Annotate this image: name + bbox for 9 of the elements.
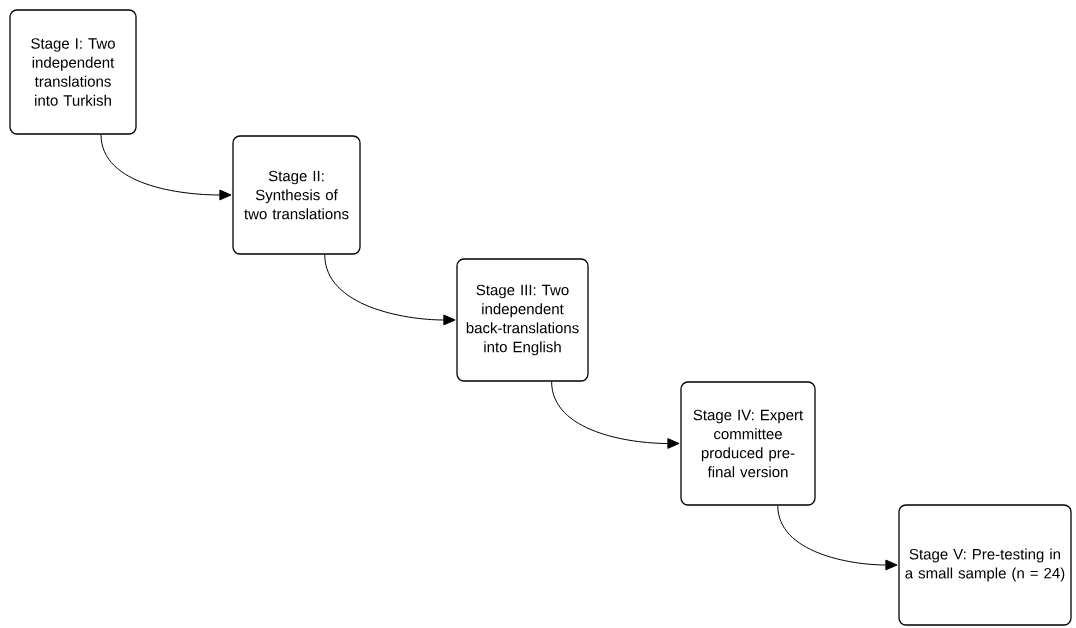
arrow <box>324 254 456 326</box>
stage-box: Stage III: Two independent back-translations into English <box>456 258 589 382</box>
stage-box: Stage I: Two independent translations into Turkish <box>9 9 137 135</box>
stage-box: Stage IV: Expert committee produced pre-final version <box>680 381 816 506</box>
stage-box: Stage II: Synthesis of two translations <box>232 135 361 255</box>
stage-box: Stage V: Pre-testing in a small sample (n = 24) <box>898 504 1072 626</box>
arrow <box>100 134 232 201</box>
arrow <box>551 381 680 449</box>
arrow <box>777 505 898 571</box>
